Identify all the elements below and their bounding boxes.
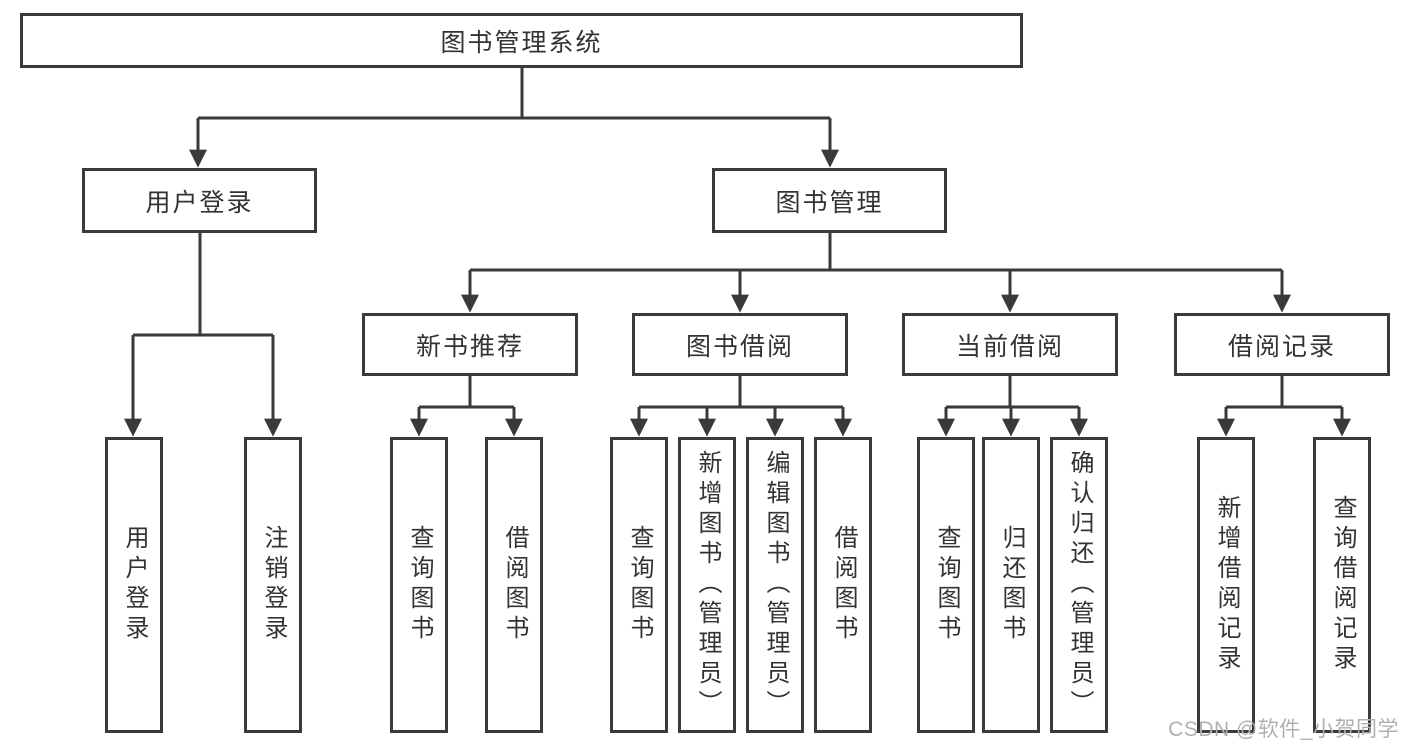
leaf-current-confirm-label: 确认归还（管理员） <box>1066 450 1093 720</box>
leaf-user-login-label: 用户登录 <box>121 525 148 645</box>
leaf-newbook-query-label: 查询图书 <box>406 525 433 645</box>
node-borrow-records: 借阅记录 <box>1174 313 1390 376</box>
edge-borrow-records-branch <box>1226 376 1342 409</box>
node-book-mgmt-label: 图书管理 <box>775 188 884 217</box>
leaf-logout: 注销登录 <box>244 437 302 733</box>
edge-user-login-branch <box>133 233 273 337</box>
node-new-book: 新书推荐 <box>362 313 578 376</box>
node-user-login: 用户登录 <box>82 168 317 233</box>
leaf-current-query-label: 查询图书 <box>933 525 960 645</box>
node-book-mgmt: 图书管理 <box>712 168 947 233</box>
leaf-borrow-borrow: 借阅图书 <box>814 437 872 733</box>
leaf-current-confirm: 确认归还（管理员） <box>1050 437 1108 733</box>
leaf-current-return: 归还图书 <box>982 437 1040 733</box>
edge-new-book-branch <box>419 376 514 409</box>
edge-book-mgmt-branch <box>470 233 1282 272</box>
leaf-borrow-query: 查询图书 <box>610 437 668 733</box>
edge-current-borrow-branch <box>946 376 1079 409</box>
leaf-borrow-query-label: 查询图书 <box>626 525 653 645</box>
leaf-borrow-add-label: 新增图书（管理员） <box>694 450 721 720</box>
node-user-login-label: 用户登录 <box>145 188 254 217</box>
node-book-borrow: 图书借阅 <box>632 313 848 376</box>
leaf-current-return-label: 归还图书 <box>998 525 1025 645</box>
leaf-records-query-label: 查询借阅记录 <box>1329 495 1356 675</box>
leaf-user-login: 用户登录 <box>105 437 163 733</box>
node-root: 图书管理系统 <box>20 13 1023 68</box>
leaf-logout-label: 注销登录 <box>260 525 287 645</box>
node-current-borrow: 当前借阅 <box>902 313 1118 376</box>
edge-root-branch <box>198 68 830 120</box>
leaf-records-query: 查询借阅记录 <box>1313 437 1371 733</box>
node-new-book-label: 新书推荐 <box>415 332 524 361</box>
leaf-borrow-add: 新增图书（管理员） <box>678 437 736 733</box>
node-root-label: 图书管理系统 <box>440 28 603 57</box>
node-borrow-records-label: 借阅记录 <box>1227 332 1336 361</box>
leaf-borrow-borrow-label: 借阅图书 <box>830 525 857 645</box>
leaf-records-add: 新增借阅记录 <box>1197 437 1255 733</box>
node-current-borrow-label: 当前借阅 <box>955 332 1064 361</box>
leaf-borrow-edit: 编辑图书（管理员） <box>746 437 804 733</box>
leaf-newbook-query: 查询图书 <box>390 437 448 733</box>
leaf-records-add-label: 新增借阅记录 <box>1213 495 1240 675</box>
leaf-borrow-edit-label: 编辑图书（管理员） <box>762 450 789 720</box>
edge-book-borrow-branch <box>639 376 843 409</box>
leaf-current-query: 查询图书 <box>917 437 975 733</box>
leaf-newbook-borrow: 借阅图书 <box>485 437 543 733</box>
node-book-borrow-label: 图书借阅 <box>685 332 794 361</box>
watermark: CSDN @软件_小贺同学 <box>1168 718 1399 741</box>
leaf-newbook-borrow-label: 借阅图书 <box>501 525 528 645</box>
